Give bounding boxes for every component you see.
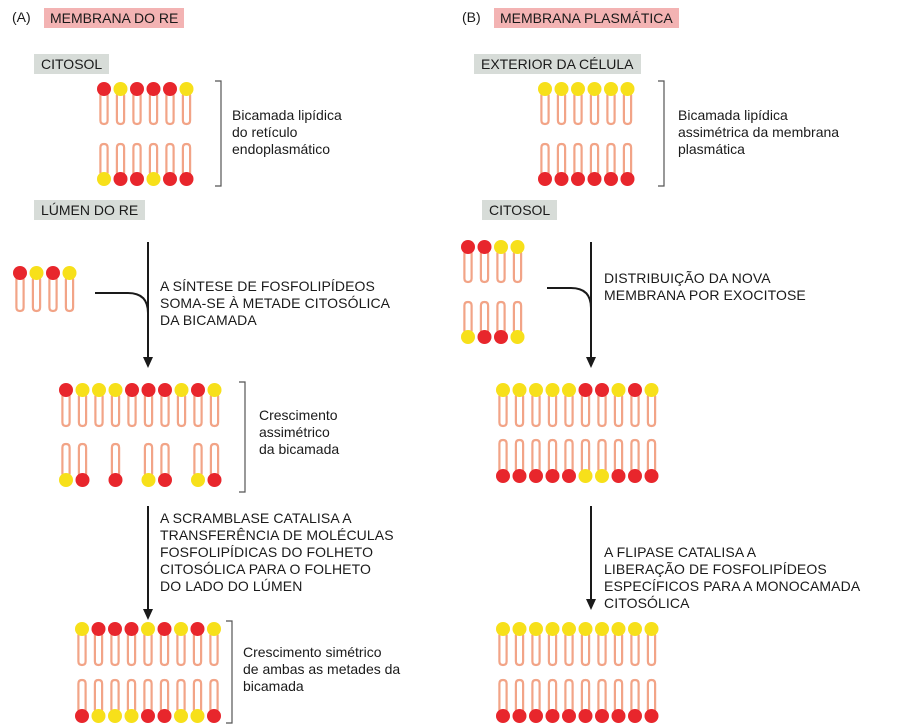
panel-a-bilayer-description: Bicamada lipídica do retículo endoplasmá…: [232, 107, 342, 157]
panel-b-final-bilayer-outer-leaflet: [496, 622, 659, 667]
panel-b-expanded-bilayer-outer-leaflet: [496, 383, 659, 428]
panel-b-bilayer-bracket: [658, 80, 665, 187]
panel-b-step1-arrow: [547, 242, 596, 368]
panel-a-final-bracket: [226, 620, 233, 724]
panel-a-step1-text: A SÍNTESE DE FOSFOLIPÍDEOS SOMA-SE À MET…: [160, 278, 391, 328]
panel-a-symmetric-bilayer-inner-leaflet: [75, 678, 221, 723]
panel-a-mid-bracket: [239, 381, 246, 493]
panel-a-er-bilayer-inner-leaflet: [97, 142, 194, 186]
panel-a-top-label: CITOSOL: [34, 54, 110, 74]
panel-b-bottom-label: CITOSOL: [482, 200, 558, 220]
panel-a-bilayer-bracket: [215, 80, 222, 187]
panel-a-title: MEMBRANA DO RE: [44, 8, 185, 28]
panel-b-step1-text: DISTRIBUIÇÃO DA NOVA MEMBRANA POR EXOCIT…: [604, 270, 806, 303]
panel-b-step2-text: A FLIPASE CATALISA A LIBERAÇÃO DE FOSFOL…: [604, 544, 861, 611]
panel-b-final-bilayer-inner-leaflet: [496, 678, 659, 723]
panel-a-step1-arrow: [95, 242, 153, 368]
panel-a-mid-description: Crescimento assimétrico da bicamada: [259, 407, 340, 457]
panel-a-new-phospholipids: [13, 266, 77, 313]
panel-a-er-bilayer-outer-leaflet: [97, 82, 194, 126]
panel-b-letter: (B): [462, 9, 481, 25]
panel-a-symmetric-bilayer-outer-leaflet: [75, 622, 221, 667]
panel-b-step2-arrow: [586, 506, 596, 610]
panel-b-plasma-bilayer-outer-leaflet: [538, 82, 635, 126]
panel-b-top-label: EXTERIOR DA CÉLULA: [474, 54, 641, 74]
panel-b-vesicle-membrane-outer-leaflet: [461, 240, 525, 284]
panel-a-step2-arrow: [143, 506, 153, 620]
panel-a-asymmetric-inner-leaflet: [59, 442, 222, 487]
panel-a-final-description: Crescimento simétrico de ambas as metade…: [243, 644, 401, 694]
panel-b-expanded-bilayer-inner-leaflet: [496, 438, 659, 483]
panel-a-letter: (A): [12, 9, 31, 25]
panel-b-bilayer-description: Bicamada lipídica assimétrica da membran…: [678, 107, 840, 157]
panel-a-bottom-label: LÚMEN DO RE: [34, 200, 146, 220]
panel-b-title: MEMBRANA PLASMÁTICA: [494, 8, 679, 28]
panel-a-step2-text: A SCRAMBLASE CATALISA A TRANSFERÊNCIA DE…: [160, 510, 394, 594]
panel-a-asymmetric-outer-leaflet: [59, 383, 222, 428]
panel-b-vesicle-membrane-inner-leaflet: [461, 300, 525, 344]
panel-b-plasma-bilayer-inner-leaflet: [538, 142, 635, 186]
